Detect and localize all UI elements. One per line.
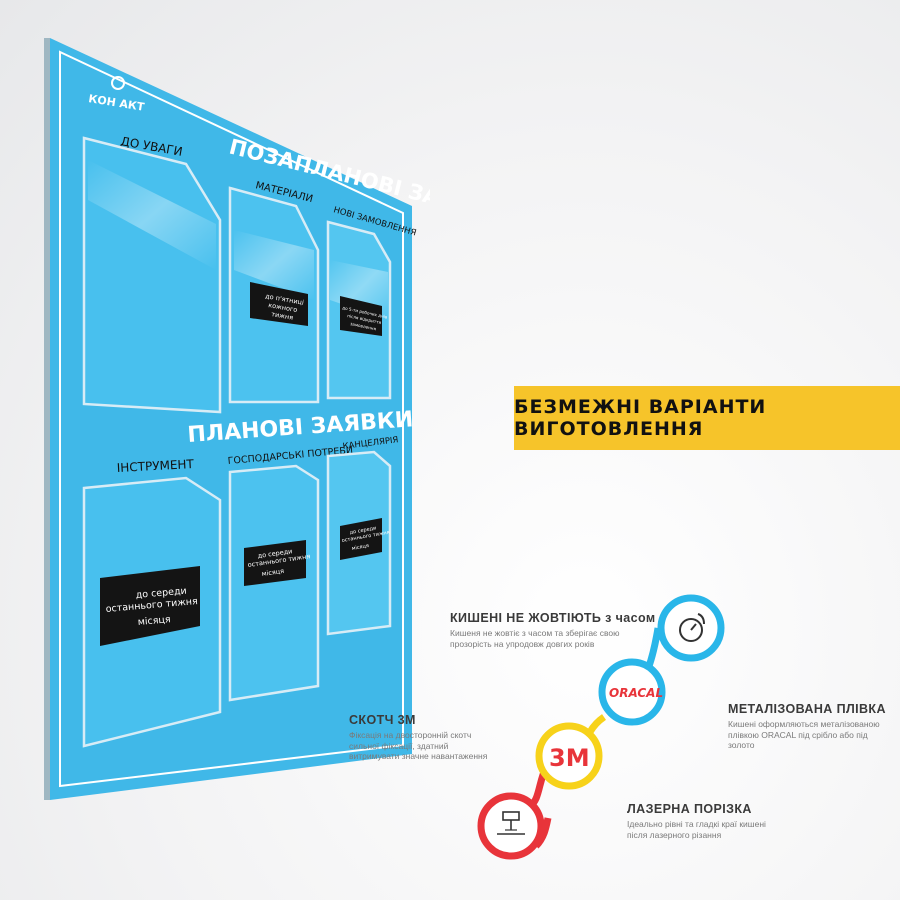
- feature-tape: СКОТЧ 3М Фіксація на двосторонній скотч …: [349, 713, 499, 762]
- feature-pockets-title: КИШЕНІ НЕ ЖОВТІЮТЬ з часом: [450, 611, 656, 625]
- board-area: КОН АКТ ПОЗАПЛАНОВІ ЗАЯВКИ ПЛАНОВІ ЗАЯВК…: [0, 0, 507, 820]
- feature-laser-desc: Ідеально рівні та гладкі краї кишені піс…: [627, 819, 766, 840]
- note-plate-materials: до п'ятниці кожного тижня: [250, 282, 308, 326]
- feature-film-desc: Кишені оформляються металізованою плівко…: [728, 719, 880, 750]
- note-6-line-1: до середи: [349, 525, 377, 536]
- 3m-logo-icon: 3M: [549, 744, 590, 772]
- pocket-1: [82, 136, 222, 414]
- feature-laser: ЛАЗЕРНА ПОРІЗКА Ідеально рівні та гладкі…: [627, 802, 787, 840]
- feature-laser-title: ЛАЗЕРНА ПОРІЗКА: [627, 802, 752, 816]
- note-4-line-3: місяця: [137, 614, 171, 628]
- laser-cutter-icon: [497, 811, 525, 835]
- feature-pockets: КИШЕНІ НЕ ЖОВТІЮТЬ з часом Кишеня не жов…: [450, 611, 656, 649]
- pocket-label-4: ІНСТРУМЕНТ: [116, 457, 194, 475]
- note-plate-household: до середи останнього тижня місяця: [244, 540, 311, 586]
- banner-text: БЕЗМЕЖНІ ВАРІАНТИ ВИГОТОВЛЕННЯ: [514, 396, 767, 440]
- feature-tape-desc: Фіксація на двосторонній скотч сильної ф…: [349, 730, 488, 761]
- feature-circle-film: ORACAL: [598, 658, 666, 726]
- note-5-line-3: місяця: [261, 567, 285, 578]
- banner: БЕЗМЕЖНІ ВАРІАНТИ ВИГОТОВЛЕННЯ: [514, 386, 900, 450]
- feature-film-title: МЕТАЛІЗОВАНА ПЛІВКА: [728, 702, 886, 716]
- pocket-clock-icon: [679, 613, 705, 642]
- oracal-logo-icon: ORACAL: [609, 686, 663, 700]
- note-plate-tools: до середи останнього тижня місяця: [100, 566, 200, 646]
- feature-film: МЕТАЛІЗОВАНА ПЛІВКА Кишені оформляються …: [728, 702, 893, 751]
- note-6-line-3: місяця: [351, 543, 369, 552]
- feature-circle-pockets: [657, 594, 725, 662]
- feature-circle-tape: 3M: [535, 722, 603, 790]
- feature-circle-laser: [477, 792, 545, 860]
- feature-pockets-desc: Кишеня не жовтіє з часом та зберігає сво…: [450, 628, 620, 649]
- note-plate-new-orders: до 5-ти робочих днів після відкриття зам…: [340, 296, 388, 336]
- oracal-logo-text: ORACAL: [609, 686, 663, 700]
- 3m-logo-text: 3M: [549, 744, 590, 772]
- note-plate-stationery: до середи останнього тижня місяця: [340, 518, 390, 560]
- note-2-line-3: тижня: [271, 310, 294, 322]
- info-board: КОН АКТ ПОЗАПЛАНОВІ ЗАЯВКИ ПЛАНОВІ ЗАЯВК…: [44, 38, 507, 800]
- note-4-line-1: до середи: [135, 586, 187, 601]
- feature-tape-title: СКОТЧ 3М: [349, 713, 416, 727]
- note-3-line-3: замовлення: [350, 321, 377, 331]
- pocket-5: [228, 464, 320, 702]
